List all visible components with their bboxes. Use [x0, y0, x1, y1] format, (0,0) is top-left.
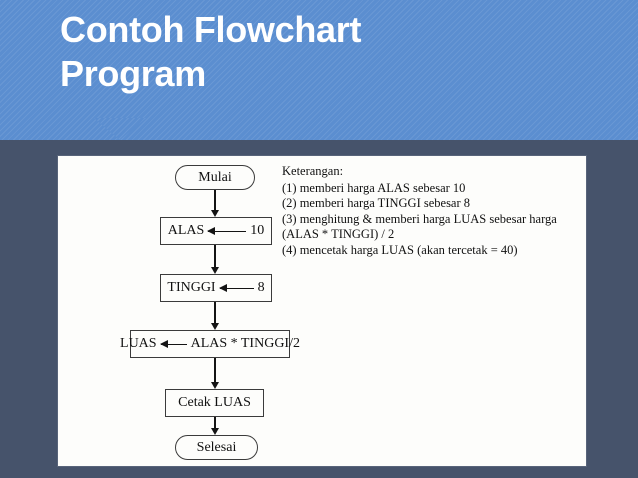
- connector-luas-print: [214, 358, 216, 386]
- connector-start-alas-arrowhead: [210, 210, 219, 217]
- assign-left-arrow-icon: [207, 226, 247, 237]
- assign-left-arrow-icon: [159, 339, 187, 350]
- flowchart-node-print-label: Cetak LUAS: [178, 395, 251, 410]
- flowchart-node-luas-variable: LUAS: [120, 336, 157, 351]
- flowchart-node-alas-value: 10: [250, 223, 265, 238]
- flowchart-node-start-label: Mulai: [198, 169, 232, 185]
- legend-item-2: (2) memberi harga TINGGI sebesar 8: [282, 196, 471, 210]
- connector-tinggi-luas: [214, 302, 216, 327]
- header-banner: [0, 0, 638, 140]
- legend-keterangan: Keterangan: (1) memberi harga ALAS sebes…: [282, 164, 578, 258]
- flowchart-node-print: Cetak LUAS: [165, 389, 264, 417]
- flowchart-node-start: Mulai: [175, 165, 255, 190]
- legend-title: Keterangan:: [282, 164, 344, 178]
- connector-alas-tinggi-arrowhead: [210, 267, 219, 274]
- legend-item-4: (4) mencetak harga LUAS (akan tercetak =…: [282, 242, 518, 257]
- assign-left-arrow-icon: [218, 283, 254, 294]
- connector-start-alas: [214, 190, 216, 214]
- flowchart-node-luas-expression: ALAS * TINGGI/2: [190, 336, 300, 351]
- connector-print-end: [214, 417, 216, 432]
- connector-alas-tinggi: [214, 245, 216, 271]
- connector-luas-print-arrowhead: [210, 382, 219, 389]
- connector-print-end-arrowhead: [210, 428, 219, 435]
- page-title: Contoh Flowchart Program: [60, 9, 362, 94]
- flowchart-node-tinggi-variable: TINGGI: [167, 280, 216, 295]
- flowchart-diagram: Mulai ALAS 10 TINGGI 8: [58, 156, 586, 466]
- legend-item-1: (1) memberi harga ALAS sebesar 10: [282, 180, 466, 195]
- flowchart-node-end: Selesai: [175, 435, 258, 460]
- assignment-luas: LUAS ALAS * TINGGI/2: [120, 336, 300, 352]
- flowchart-node-luas: LUAS ALAS * TINGGI/2: [120, 330, 300, 358]
- legend-item-3: (3) menghitung & memberi harga LUAS sebe…: [282, 211, 557, 242]
- assignment-tinggi: TINGGI 8: [161, 280, 271, 296]
- flowchart-node-alas: ALAS 10: [160, 217, 272, 245]
- flowchart-node-tinggi: TINGGI 8: [160, 274, 272, 302]
- assignment-alas: ALAS 10: [161, 223, 271, 239]
- content-panel: Mulai ALAS 10 TINGGI 8: [58, 156, 586, 466]
- flowchart-node-alas-variable: ALAS: [167, 223, 205, 238]
- flowchart-node-tinggi-value: 8: [257, 280, 265, 295]
- flowchart-node-end-label: Selesai: [196, 439, 237, 455]
- banner-notch-icon: [94, 118, 146, 140]
- connector-tinggi-luas-arrowhead: [210, 323, 219, 330]
